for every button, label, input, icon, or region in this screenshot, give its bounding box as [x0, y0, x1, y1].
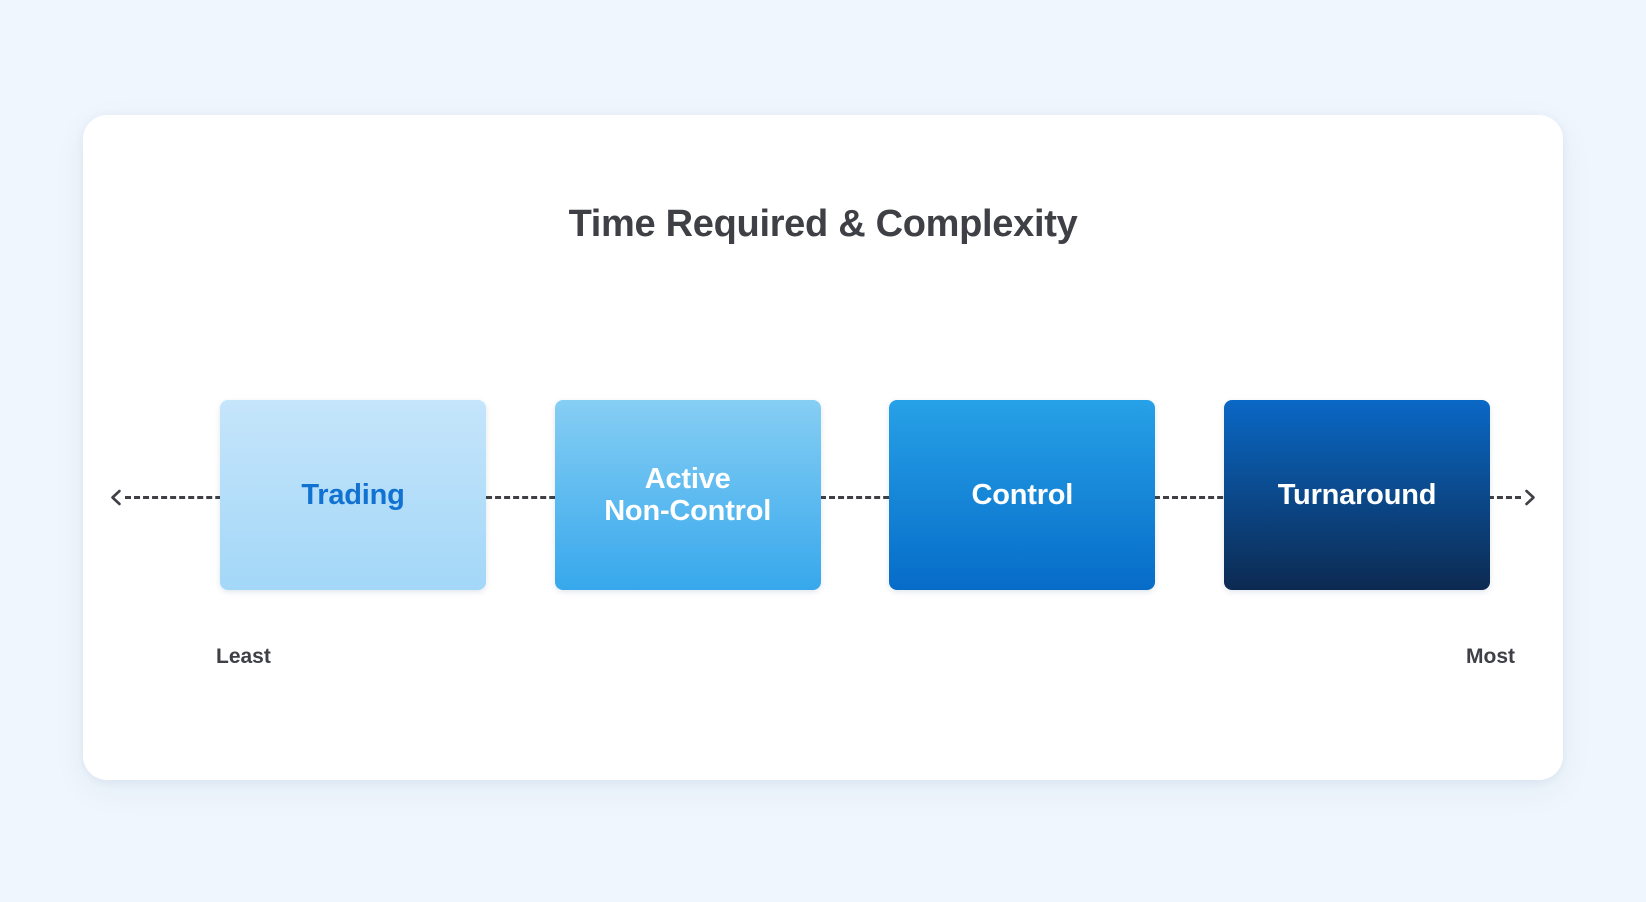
stage-box-list: Trading Active Non-Control Control Turna… — [220, 400, 1490, 590]
axis-label-most: Most — [1466, 645, 1515, 668]
stage-box-active-non-control[interactable]: Active Non-Control — [554, 400, 821, 590]
stage-box-trading[interactable]: Trading — [220, 400, 486, 590]
arrow-right-icon — [1519, 487, 1539, 507]
stage-box-label: Active Non-Control — [604, 462, 772, 527]
stage-box-control[interactable]: Control — [889, 400, 1156, 590]
chart-card: Time Required & Complexity Trading — [83, 115, 1563, 780]
stage-box-turnaround[interactable]: Turnaround — [1223, 400, 1490, 590]
stage-box-label: Trading — [301, 478, 405, 511]
page-title: Time Required & Complexity — [568, 203, 1078, 245]
axis-label-least: Least — [216, 645, 271, 668]
complexity-spectrum: Trading Active Non-Control Control Turna… — [83, 400, 1563, 590]
arrow-left-icon — [107, 487, 127, 507]
stage-box-label: Turnaround — [1277, 478, 1437, 511]
stage-box-label: Control — [971, 478, 1074, 511]
